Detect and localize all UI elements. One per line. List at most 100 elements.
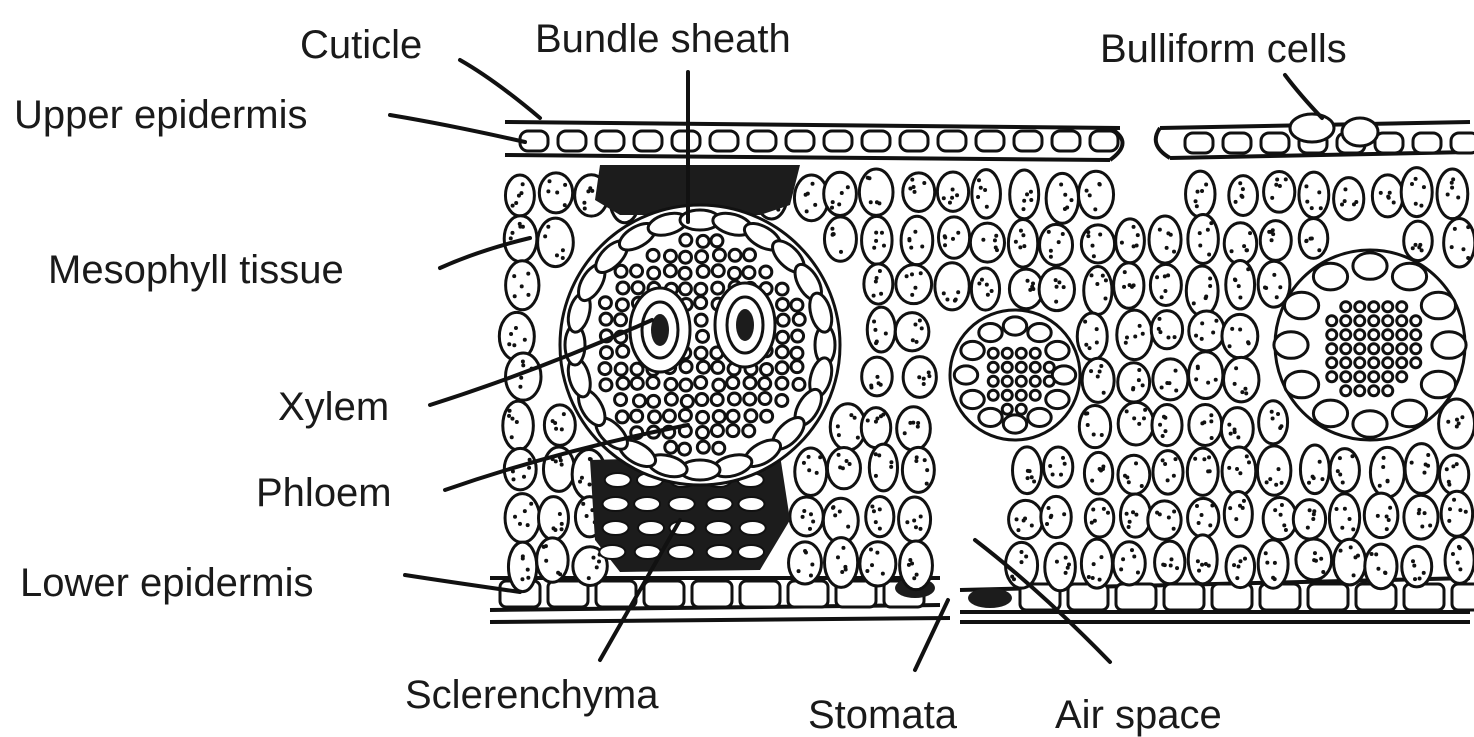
mesophyll-cell bbox=[1013, 447, 1042, 494]
mesophyll-cell bbox=[1189, 405, 1222, 446]
label-bulliform-cells: Bulliform cells bbox=[1100, 27, 1347, 71]
label-mesophyll-tissue: Mesophyll tissue bbox=[48, 248, 344, 292]
mesophyll-cell bbox=[537, 538, 569, 582]
mesophyll-cell bbox=[869, 444, 897, 491]
mesophyll-cell bbox=[1370, 447, 1404, 497]
mesophyll-cell bbox=[1079, 405, 1110, 447]
mesophyll-cell bbox=[1188, 498, 1219, 537]
epidermal-cell bbox=[596, 131, 624, 151]
epidermal-cell bbox=[1223, 133, 1251, 153]
mesophyll-cell bbox=[867, 307, 895, 352]
mesophyll-cell bbox=[1439, 455, 1468, 494]
mesophyll-cell bbox=[1008, 220, 1037, 268]
mesophyll-cell bbox=[935, 263, 969, 310]
mesophyll-cell bbox=[1222, 447, 1256, 495]
mesophyll-cell bbox=[1405, 444, 1438, 494]
mesophyll-cell bbox=[1186, 171, 1215, 217]
epidermal-cell bbox=[1052, 131, 1080, 151]
mesophyll-cell bbox=[1010, 170, 1039, 219]
mesophyll-cell bbox=[506, 261, 539, 310]
mesophyll-cell bbox=[827, 448, 860, 489]
mesophyll-cell bbox=[1041, 496, 1071, 537]
mesophyll-cell bbox=[1300, 445, 1329, 494]
epidermal-cell bbox=[862, 131, 890, 151]
epidermal-cell bbox=[1261, 133, 1289, 153]
mesophyll-cell bbox=[1118, 455, 1150, 494]
mesophyll-cell bbox=[1229, 176, 1258, 216]
mesophyll-cell bbox=[972, 170, 1001, 219]
mesophyll-cell bbox=[1260, 221, 1291, 261]
mesophyll-cell bbox=[1445, 537, 1474, 584]
label-air-space: Air space bbox=[1055, 693, 1222, 737]
mesophyll-cell bbox=[862, 216, 892, 264]
mesophyll-cell bbox=[1402, 546, 1432, 587]
epidermal-cell bbox=[1404, 584, 1444, 610]
mesophyll-cell bbox=[1081, 539, 1112, 588]
mesophyll-cell bbox=[1226, 261, 1255, 309]
mesophyll-cell bbox=[508, 542, 536, 591]
mesophyll-cell bbox=[1404, 221, 1433, 260]
mesophyll-cell bbox=[1365, 544, 1397, 589]
mesophyll-cell bbox=[859, 169, 893, 215]
epidermal-cell bbox=[596, 581, 636, 607]
epidermal-cell bbox=[1375, 133, 1403, 153]
epidermal-cell bbox=[824, 131, 852, 151]
epidermal-cell bbox=[558, 131, 586, 151]
mesophyll-cell bbox=[825, 538, 858, 588]
epidermal-cell bbox=[786, 131, 814, 151]
mesophyll-cell bbox=[1224, 492, 1252, 537]
mesophyll-cell bbox=[971, 268, 999, 310]
mesophyll-cell bbox=[897, 407, 931, 450]
mesophyll-cell bbox=[1258, 540, 1288, 588]
mesophyll-cell bbox=[1186, 266, 1218, 316]
mesophyll-cell bbox=[539, 173, 572, 213]
mesophyll-cell bbox=[1293, 500, 1325, 539]
epidermal-cell bbox=[644, 581, 684, 607]
mesophyll-cell bbox=[1264, 171, 1295, 212]
epidermal-cell bbox=[634, 131, 662, 151]
mesophyll-cell bbox=[505, 175, 534, 216]
epidermal-cell bbox=[1014, 131, 1042, 151]
mesophyll-cell bbox=[861, 408, 890, 448]
mesophyll-cell bbox=[1045, 543, 1076, 591]
epidermal-cell bbox=[938, 131, 966, 151]
mesophyll-cell bbox=[1334, 178, 1364, 220]
stomata-leader bbox=[915, 600, 948, 670]
mesophyll-cell bbox=[1082, 358, 1114, 402]
mesophyll-cell bbox=[1187, 448, 1218, 495]
epidermal-cell bbox=[1116, 584, 1156, 610]
mesophyll-cell bbox=[1151, 311, 1182, 349]
label-cuticle: Cuticle bbox=[300, 23, 422, 67]
mesophyll-cell bbox=[864, 264, 893, 304]
mesophyll-cell bbox=[1189, 311, 1225, 351]
mesophyll-cell bbox=[789, 542, 822, 584]
mesophyll-cell bbox=[1077, 313, 1107, 360]
mesophyll-cell bbox=[1078, 171, 1113, 218]
label-bundle-sheath: Bundle sheath bbox=[535, 17, 791, 61]
mesophyll-cell bbox=[1148, 501, 1181, 539]
mesophyll-cell bbox=[902, 447, 934, 492]
mesophyll-cell bbox=[1116, 219, 1145, 263]
mesophyll-cell bbox=[903, 173, 935, 212]
small-vascular-bundle-1 bbox=[950, 310, 1080, 440]
epidermal-cell bbox=[1090, 131, 1118, 151]
mesophyll-cell bbox=[1152, 404, 1182, 445]
mesophyll-cell bbox=[862, 357, 893, 396]
mesophyll-cell bbox=[1153, 359, 1188, 400]
mesophyll-cell bbox=[1188, 535, 1217, 584]
mesophyll-cell bbox=[1224, 223, 1256, 265]
mesophyll-cell bbox=[1153, 451, 1183, 494]
mesophyll-cell bbox=[544, 405, 575, 446]
mesophyll-cell bbox=[1118, 402, 1153, 445]
mesophyll-cell bbox=[901, 216, 933, 264]
epidermal-cell bbox=[1164, 584, 1204, 610]
mesophyll-cell bbox=[1044, 447, 1073, 487]
mesophyll-cell bbox=[824, 217, 856, 261]
epidermal-cell bbox=[1185, 133, 1213, 153]
lower-epidermis-layer bbox=[490, 578, 1474, 622]
mesophyll-cell bbox=[1401, 168, 1432, 217]
mesophyll-cell bbox=[1226, 546, 1255, 588]
mesophyll-cell bbox=[1222, 314, 1258, 358]
mesophyll-cell bbox=[860, 542, 896, 586]
